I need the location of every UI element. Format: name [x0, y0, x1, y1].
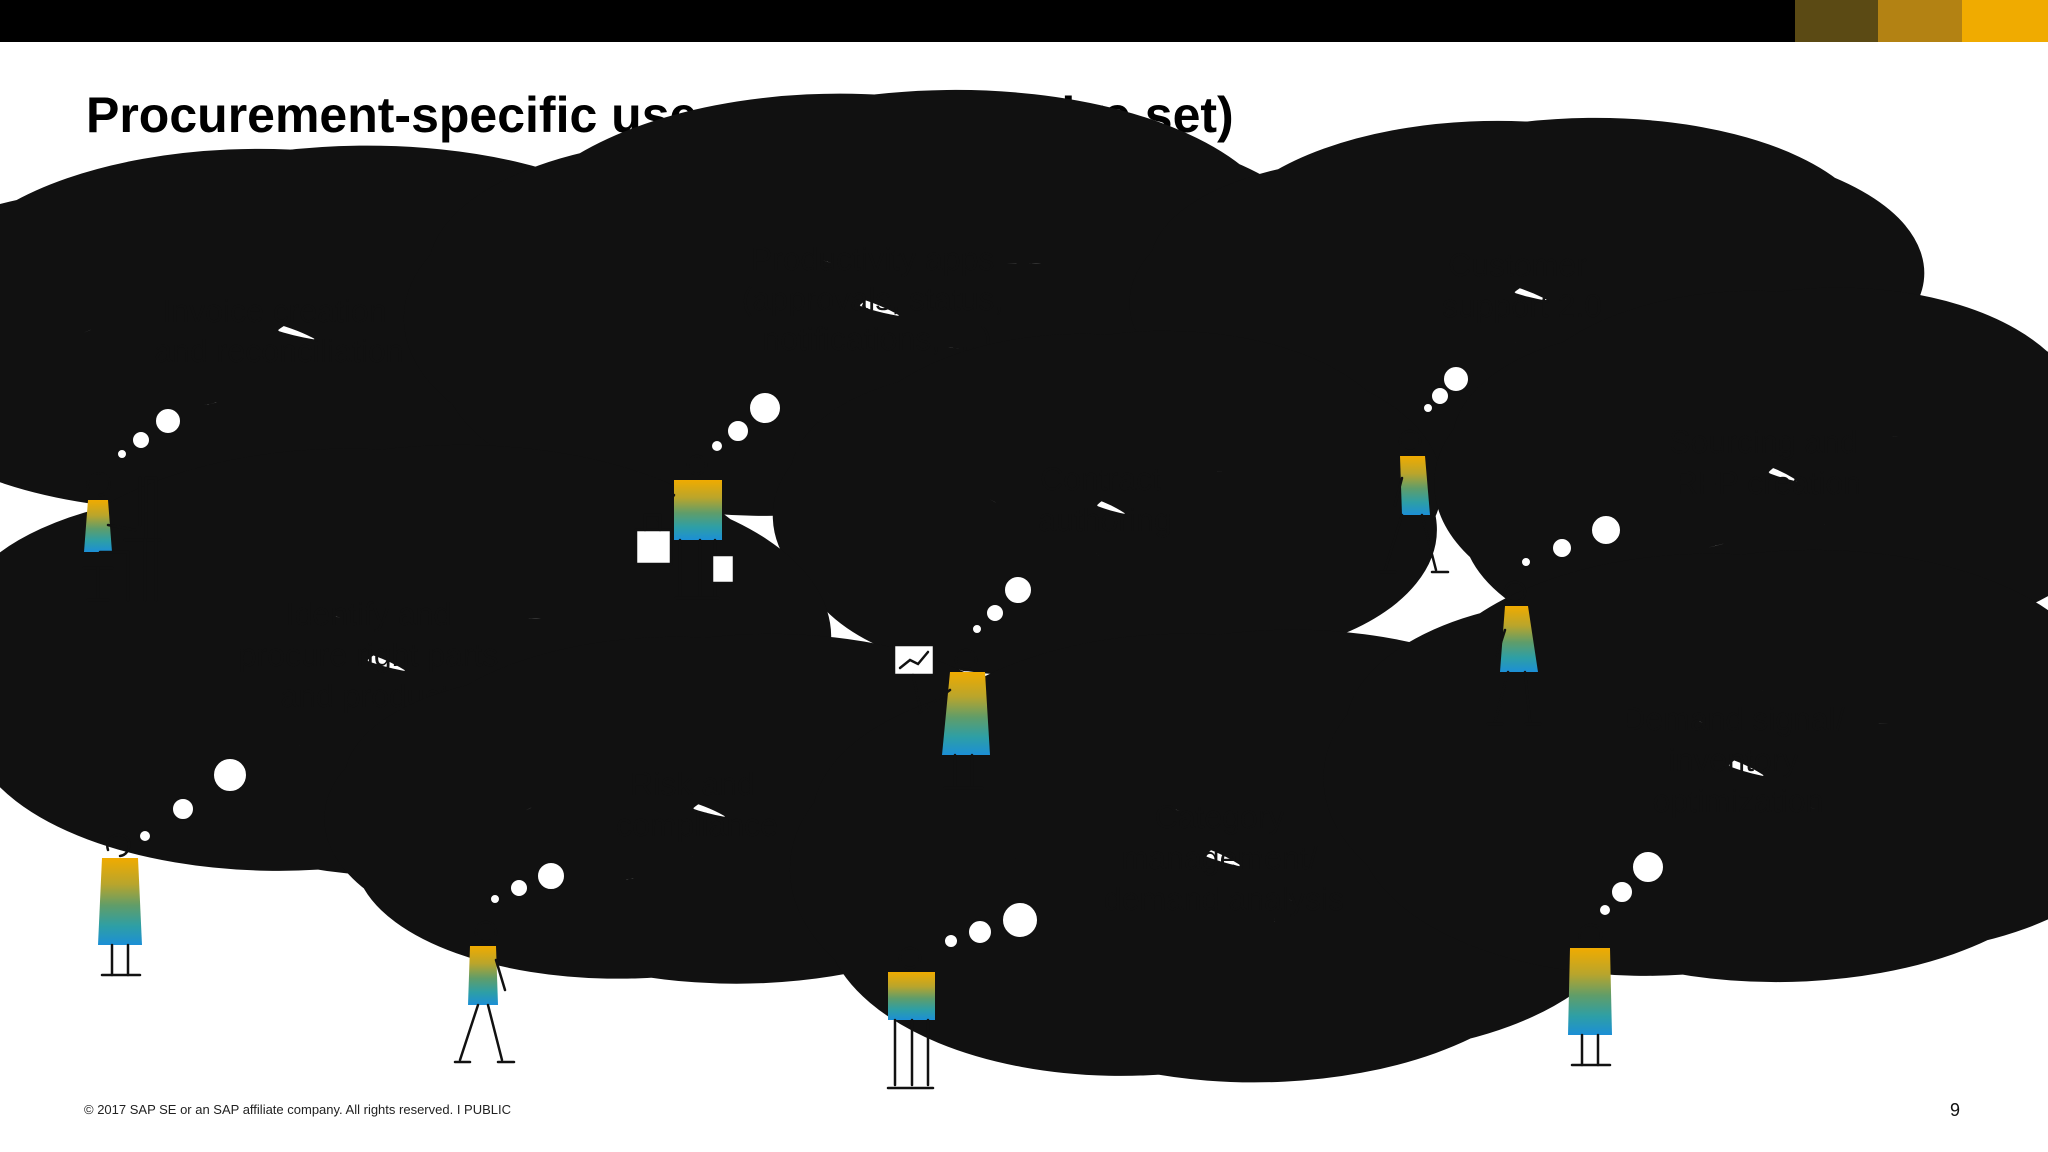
bubble-line: Demand signal/: [1622, 701, 1844, 737]
thought-bubble-sourcing: Sourcing and RFP creation: [1521, 387, 1943, 567]
accent-swatch-mid: [1878, 0, 1962, 42]
person-standing-icon: [98, 833, 142, 977]
bubble-line: RFP creation: [1675, 465, 1861, 501]
thought-bubble-invoice: Invoice creation and reconciliation: [83, 245, 499, 459]
svg-text:Category management/: Category management/ demand analysis: [1104, 799, 1344, 917]
svg-text:Risk and compliance: Risk and compliance: [616, 766, 778, 843]
bubble-line: (approvals, status,: [742, 281, 1003, 317]
bubble-line: demand analysis: [1104, 881, 1344, 917]
svg-text:Demand signal/ inventory: Demand signal/ inventory optimization: [1622, 701, 1853, 819]
person-standing-icon: [1568, 923, 1612, 1067]
bubble-line: Identify and: [286, 596, 451, 632]
thought-bubble-category: Category management/ demand analysis: [944, 751, 1422, 962]
thought-bubble-customer-support: Customer support 2.0: [1339, 211, 1716, 413]
person-at-desk-icon: [82, 472, 162, 602]
bubble-line: optimization: [1653, 783, 1824, 819]
thought-bubble-contract: Contract authoring: [949, 424, 1266, 634]
bubble-line: Risk and: [630, 766, 755, 802]
footer-copyright: © 2017 SAP SE or an SAP affiliate compan…: [84, 1102, 512, 1117]
page-number: 9: [1950, 1100, 1961, 1120]
person-presenting-icon: [892, 643, 990, 790]
thought-bubble-demand-signal: Demand signal/ inventory optimization: [1543, 665, 1939, 916]
bubble-line: Contract: [1040, 461, 1161, 497]
bubble-line: management/: [1122, 840, 1318, 876]
svg-text:Customer support 2.0: Customer support 2.0: [1442, 247, 1602, 324]
bubble-line: Productivity apps: [751, 241, 995, 277]
svg-text:Sourcing and RFP creatio: Sourcing and RFP creation: [1669, 424, 1866, 501]
bubble-line: Customer: [1448, 247, 1587, 283]
bubble-line: authoring: [1038, 502, 1171, 538]
person-walking-icon: [453, 920, 516, 1064]
bubble-line: compliance: [616, 807, 778, 843]
bubble-line: and reconciliation: [154, 333, 403, 369]
accent-swatch-light: [1962, 0, 2048, 42]
svg-text:Productivity apps (appro: Productivity apps (approvals, status, no…: [742, 241, 1012, 357]
person-standing-icon: [886, 946, 935, 1090]
top-brand-bar: [0, 0, 2048, 42]
bubble-line: procure right parts: [239, 637, 499, 673]
svg-text:Contract authoring: Contract authoring: [1038, 461, 1171, 538]
bubble-line: Category: [1155, 799, 1285, 835]
svg-text:Invoice creation and rec: Invoice creation and reconciliation: [154, 293, 403, 369]
bubble-line: notifications, …): [762, 321, 991, 357]
person-walking-icon: [1486, 580, 1542, 726]
bubble-line: Invoice creation: [162, 293, 386, 329]
bubble-line: Sourcing and: [1669, 424, 1858, 460]
person-walking-icon: [1378, 429, 1450, 574]
bubble-line: inventory: [1669, 742, 1799, 778]
bubble-line: support 2.0: [1442, 288, 1602, 324]
thought-bubble-risk: Risk and compliance: [490, 727, 885, 904]
person-with-bags-icon: [634, 454, 736, 600]
thought-bubble-productivity: Productivity apps (approvals, status, no…: [651, 205, 1097, 452]
accent-swatch-dark: [1795, 0, 1878, 42]
